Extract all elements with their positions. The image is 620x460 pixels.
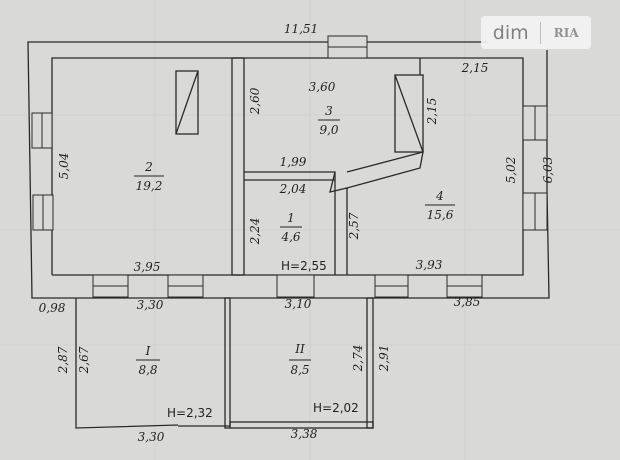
room-labels: 2 19,2 3 9,0 1 4,6 4 15,6 I 8,8 II 8,5 bbox=[134, 104, 455, 377]
room-4-area: 15,6 bbox=[427, 208, 454, 222]
dim-veranda-bottom-left: 3,30 bbox=[138, 430, 165, 444]
height-veranda-1: H=2,32 bbox=[167, 406, 213, 420]
dim-outer-bottom-left: 3,30 bbox=[137, 298, 164, 312]
room-1-number: 1 bbox=[287, 211, 295, 225]
dim-room4-bottom: 3,93 bbox=[416, 258, 443, 272]
dim-room3-height: 2,60 bbox=[248, 87, 262, 115]
room-1-area: 4,6 bbox=[280, 230, 300, 244]
dim-right-inner: 5,02 bbox=[504, 157, 518, 184]
logo-sub: RIA bbox=[553, 25, 579, 40]
dim-room3-width: 3,60 bbox=[309, 80, 336, 94]
dim-veranda2-outer: 2,91 bbox=[377, 345, 391, 373]
dim-outer-bottom-right: 3,85 bbox=[454, 295, 481, 309]
dim-room1-right: 2,57 bbox=[347, 212, 361, 240]
dim-veranda-left-inner: 2,67 bbox=[77, 346, 91, 374]
dim-room1-width: 2,04 bbox=[279, 182, 307, 196]
dim-veranda-bottom-right: 3,38 bbox=[291, 427, 318, 441]
dim-left-offset: 0,98 bbox=[39, 301, 66, 315]
veranda-2-number: II bbox=[294, 342, 305, 356]
dim-top-total: 11,51 bbox=[284, 22, 318, 36]
dimension-labels: 11,51 2,15 3,60 1,99 2,04 3,95 3,93 0,98… bbox=[39, 22, 555, 444]
room-4-number: 4 bbox=[435, 189, 444, 203]
room-3-area: 9,0 bbox=[319, 123, 338, 137]
veranda-walls bbox=[75, 297, 374, 429]
dim-outer-bottom-mid: 3,10 bbox=[285, 297, 312, 311]
dim-left-outer: 5,04 bbox=[57, 153, 71, 180]
windows bbox=[31, 35, 548, 298]
dimria-logo: dim RIA bbox=[481, 16, 591, 49]
veranda-2-area: 8,5 bbox=[290, 363, 309, 377]
dim-top-right: 2,15 bbox=[461, 61, 489, 75]
dim-corridor-top: 1,99 bbox=[280, 155, 307, 169]
room-2-number: 2 bbox=[144, 160, 153, 174]
height-main: H=2,55 bbox=[281, 259, 327, 273]
house-walls bbox=[27, 41, 550, 299]
dim-cabinet: 2,15 bbox=[425, 98, 439, 126]
room-3-number: 3 bbox=[325, 104, 333, 118]
veranda-1-number: I bbox=[145, 344, 151, 358]
room-2-area: 19,2 bbox=[136, 179, 163, 193]
dim-right-outer: 6,03 bbox=[541, 156, 555, 183]
dim-room2-bottom: 3,95 bbox=[134, 260, 161, 274]
logo-brand: dim bbox=[481, 21, 542, 44]
dim-room1-left: 2,24 bbox=[248, 218, 262, 246]
veranda-1-area: 8,8 bbox=[138, 363, 157, 377]
chimney bbox=[175, 70, 199, 135]
height-veranda-2: H=2,02 bbox=[313, 401, 359, 415]
dim-veranda2-inner: 2,74 bbox=[351, 345, 365, 373]
dim-veranda-left-outer: 2,87 bbox=[56, 346, 70, 374]
